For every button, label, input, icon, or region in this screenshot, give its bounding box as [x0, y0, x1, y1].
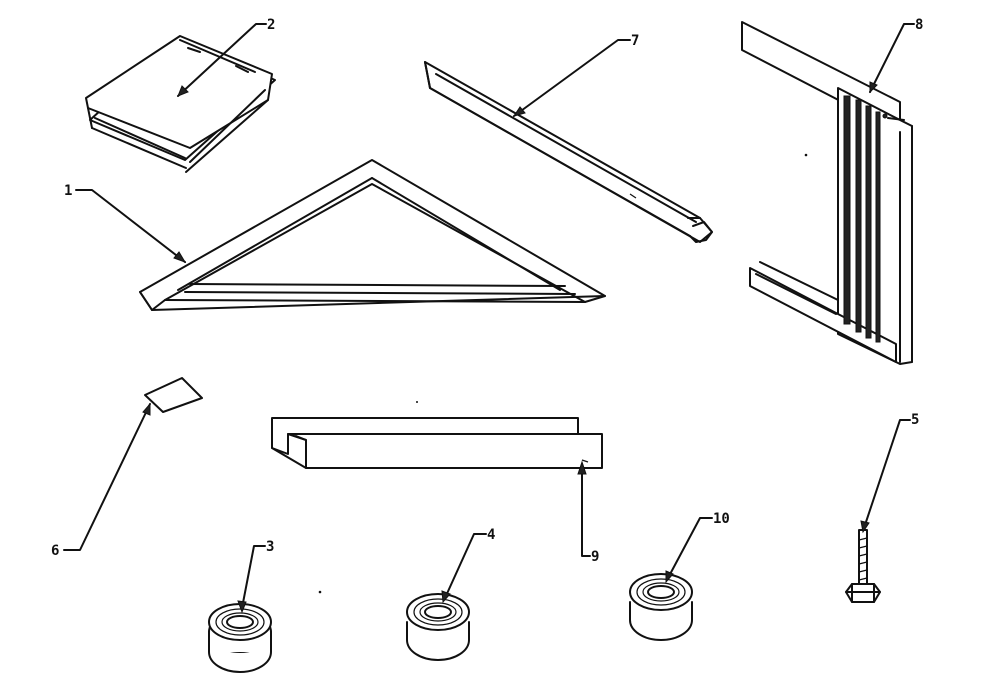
callout-2: 2	[267, 17, 275, 33]
callout-1: 1	[64, 183, 72, 199]
part-1-triangle-frame	[139, 159, 606, 311]
part-6-square-pad	[144, 377, 203, 413]
part-7-channel-strip	[424, 61, 713, 243]
part-9-folded-strip	[271, 417, 603, 469]
part-5-bolt	[845, 529, 881, 603]
part-2-folded-pouch	[85, 35, 276, 173]
part-3-tape-roll	[208, 603, 272, 673]
part-4-tape-roll	[406, 593, 470, 661]
callout-4: 4	[487, 527, 495, 543]
leader-lines	[63, 23, 915, 614]
callout-9: 9	[591, 549, 599, 565]
callout-8: 8	[915, 17, 923, 33]
callout-7: 7	[631, 33, 639, 49]
callout-10: 10	[713, 511, 730, 527]
part-8-side-panel	[741, 21, 913, 365]
callout-labels: 1 2 3 4 5 6 7 8 9 10	[51, 17, 923, 565]
callout-3: 3	[266, 539, 274, 555]
callout-6: 6	[51, 543, 59, 559]
part-10-tape-roll	[629, 573, 693, 641]
callout-5: 5	[911, 412, 919, 428]
drawing-specks	[318, 153, 808, 594]
